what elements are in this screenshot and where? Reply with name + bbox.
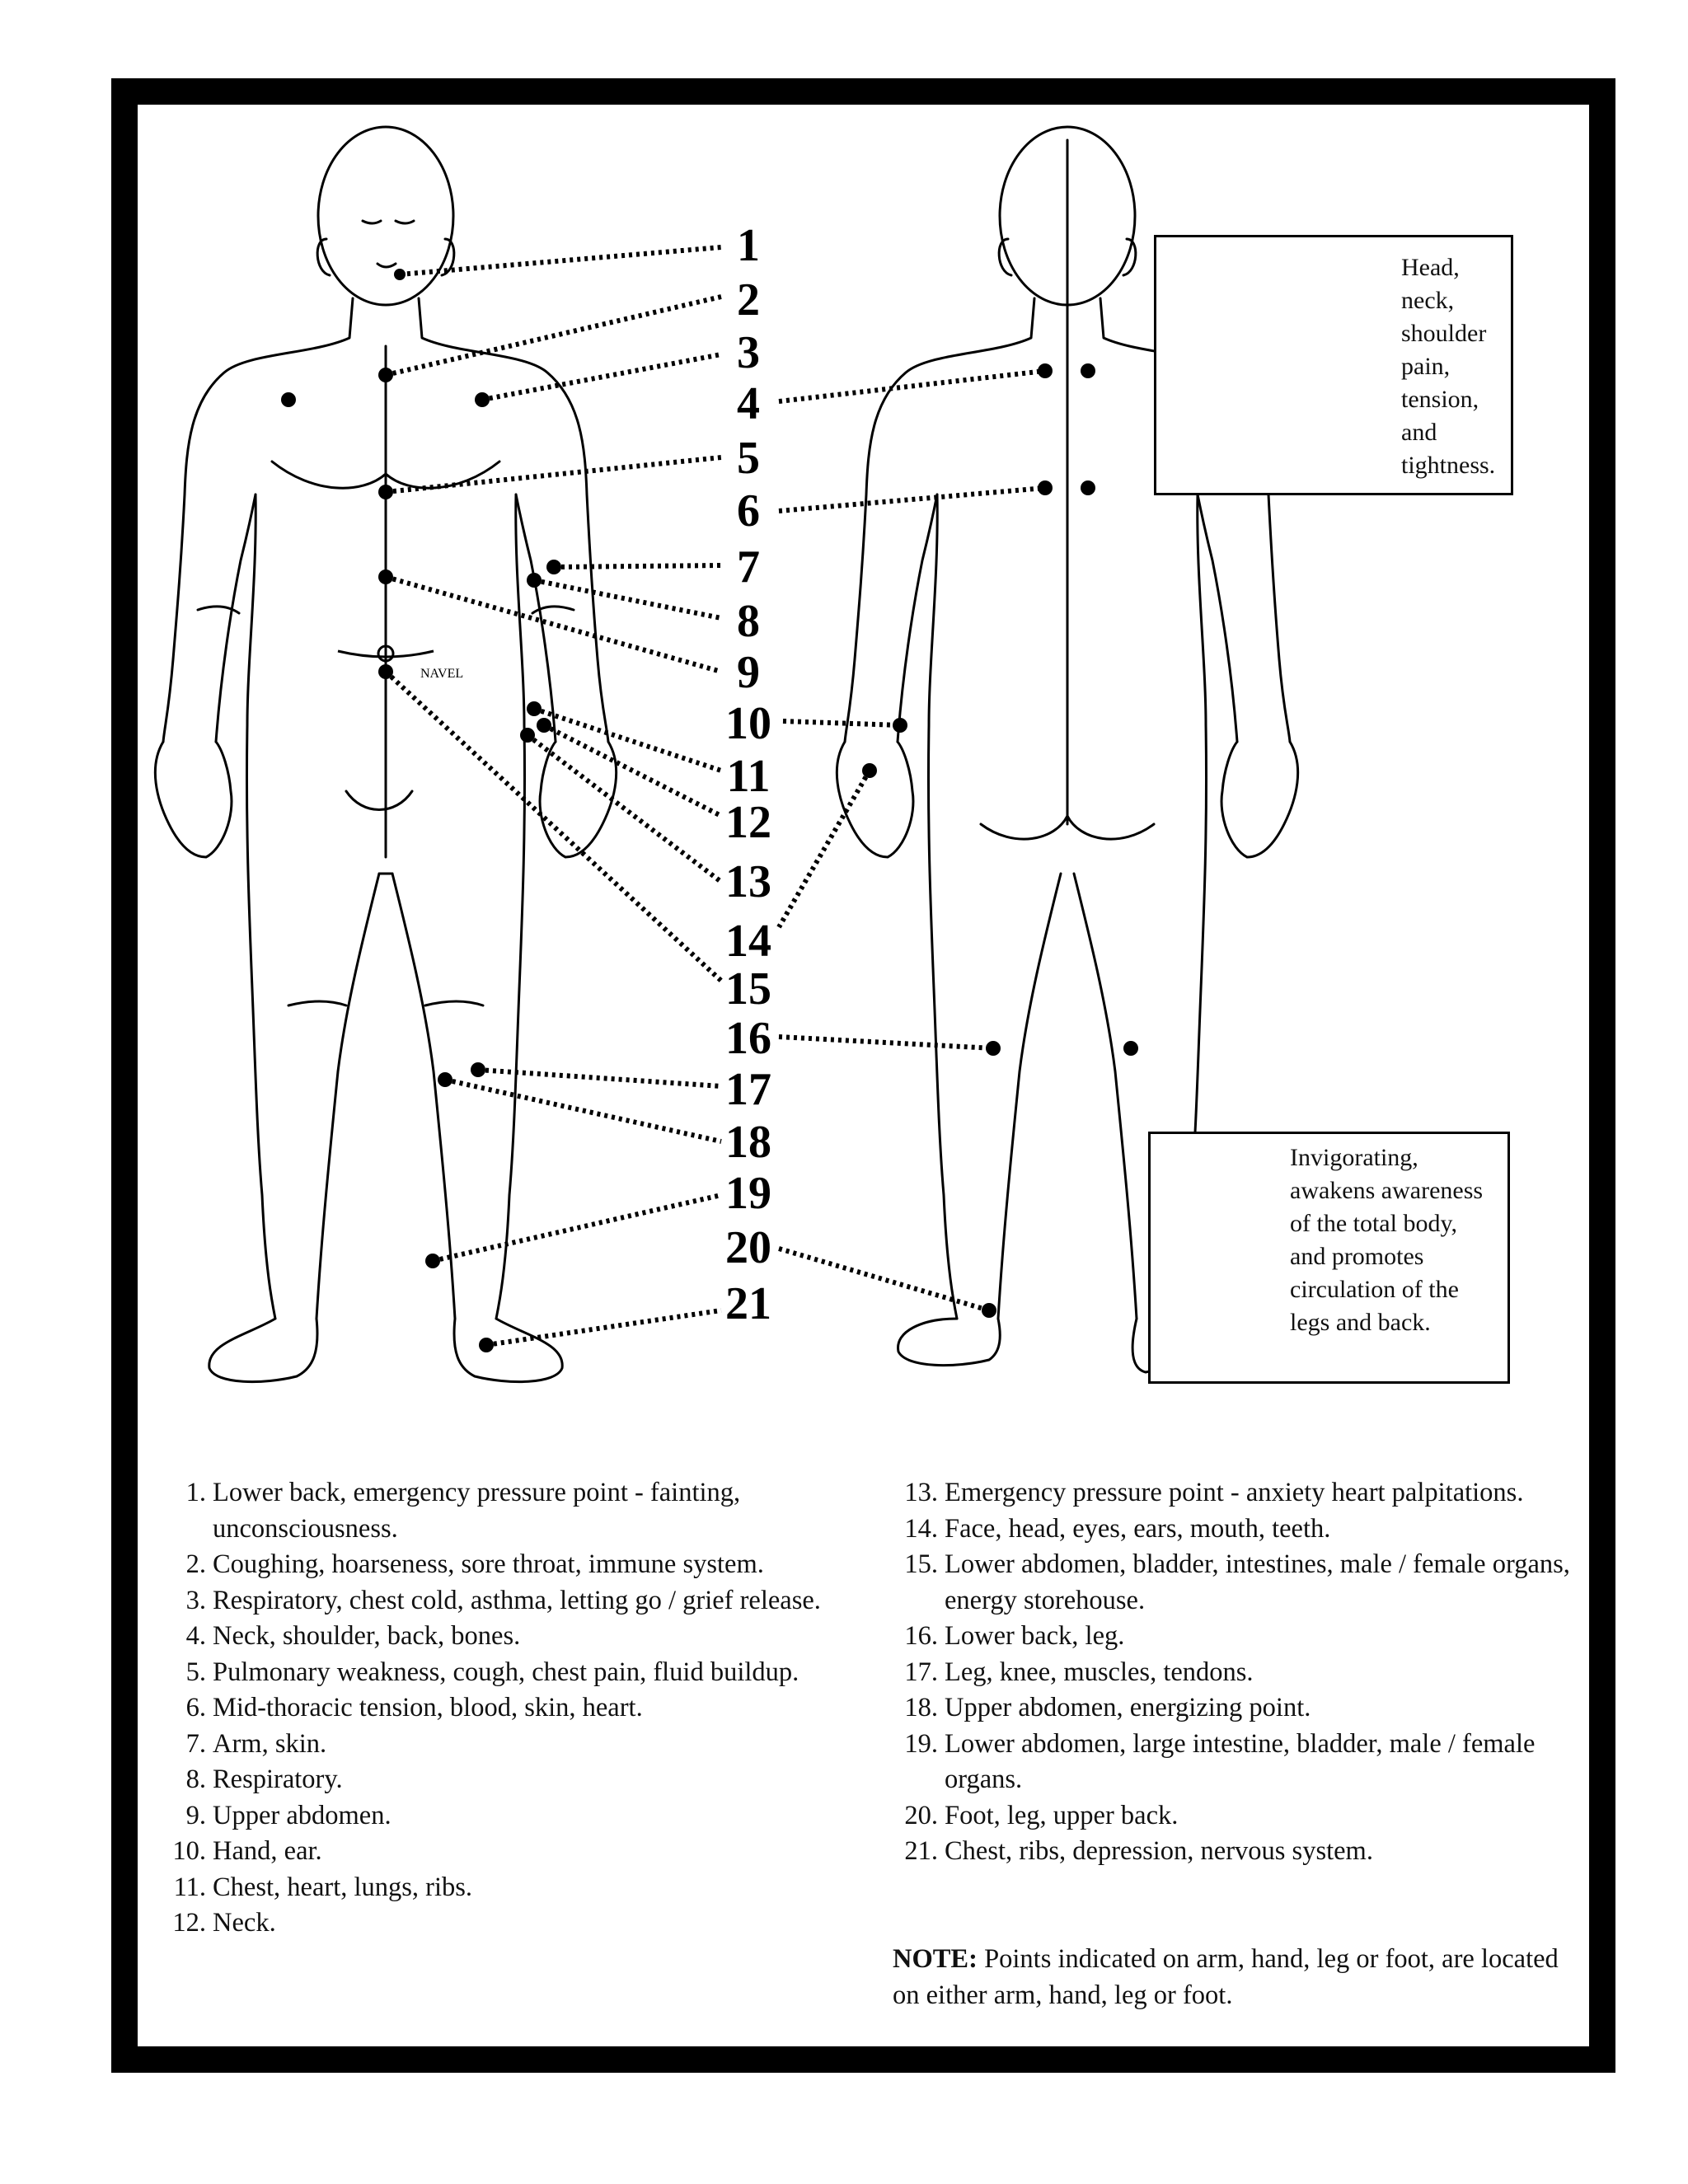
legend-item: 14.Face, head, eyes, ears, mouth, teeth. bbox=[904, 1513, 1331, 1544]
legend-item: 10.Hand, ear. bbox=[172, 1836, 322, 1866]
number-label-14: 14 bbox=[725, 916, 771, 967]
number-label-9: 9 bbox=[737, 647, 760, 698]
number-label-17: 17 bbox=[725, 1064, 771, 1115]
legend-item: 9.Upper abdomen. bbox=[185, 1800, 392, 1830]
legend-item: 6.Mid-thoracic tension, blood, skin, hea… bbox=[185, 1693, 643, 1722]
legend-item: 17.Leg, knee, muscles, tendons. bbox=[904, 1657, 1254, 1687]
note-label: NOTE: bbox=[893, 1944, 978, 1974]
legend-item: 5.Pulmonary weakness, cough, chest pain,… bbox=[185, 1657, 799, 1687]
foot-callout-text: Invigorating, awakens awareness of the t… bbox=[1290, 1144, 1484, 1336]
front-body-outline bbox=[153, 125, 618, 1383]
legend-item: 16.Lower back, leg. bbox=[904, 1621, 1125, 1651]
number-label-3: 3 bbox=[737, 327, 760, 378]
legend-item: 20.Foot, leg, upper back. bbox=[904, 1800, 1179, 1830]
legend-item: 3.Respiratory, chest cold, asthma, letti… bbox=[185, 1585, 821, 1615]
legend-item: 8.Respiratory. bbox=[185, 1765, 343, 1794]
legend-item: 19.Lower abdomen, large intestine, bladd… bbox=[904, 1728, 1536, 1795]
legend-item: 12.Neck. bbox=[172, 1908, 276, 1938]
number-label-2: 2 bbox=[737, 274, 760, 326]
legend-item: 2.Coughing, hoarseness, sore throat, imm… bbox=[185, 1549, 764, 1579]
number-label-20: 20 bbox=[725, 1222, 771, 1273]
foot-callout-box bbox=[1148, 1132, 1510, 1384]
note-text: Points indicated on arm, hand, leg or fo… bbox=[893, 1944, 1559, 2010]
number-label-15: 15 bbox=[725, 963, 771, 1015]
note: NOTE: Points indicated on arm, hand, leg… bbox=[893, 1942, 1585, 2013]
number-label-12: 12 bbox=[725, 797, 771, 848]
number-label-18: 18 bbox=[725, 1117, 771, 1168]
legend-item: 21.Chest, ribs, depression, nervous syst… bbox=[904, 1836, 1373, 1866]
number-label-1: 1 bbox=[737, 220, 760, 271]
legend-item: 4.Neck, shoulder, back, bones. bbox=[185, 1621, 521, 1651]
legend-left: 1.Lower back, emergency pressure point -… bbox=[148, 1475, 849, 1942]
number-label-13: 13 bbox=[725, 856, 771, 907]
number-label-6: 6 bbox=[737, 485, 760, 537]
legend-item: 13.Emergency pressure point - anxiety he… bbox=[904, 1478, 1524, 1507]
number-label-19: 19 bbox=[725, 1168, 771, 1219]
legend-right: 13.Emergency pressure point - anxiety he… bbox=[880, 1475, 1573, 1870]
head-callout-box bbox=[1154, 235, 1513, 495]
legend-item: 7.Arm, skin. bbox=[185, 1728, 327, 1759]
leader-lines bbox=[383, 245, 1046, 1347]
head-callout-text: Head, neck, shoulder pain, tension, and … bbox=[1401, 254, 1496, 479]
legend-item: 11.Chest, heart, lungs, ribs. bbox=[173, 1872, 473, 1902]
legend-item: 1.Lower back, emergency pressure point -… bbox=[185, 1478, 741, 1544]
number-label-10: 10 bbox=[725, 698, 771, 749]
number-label-11: 11 bbox=[727, 751, 771, 802]
number-label-21: 21 bbox=[725, 1278, 771, 1329]
number-label-5: 5 bbox=[737, 433, 760, 484]
navel-label: NAVEL bbox=[420, 667, 463, 681]
number-label-8: 8 bbox=[737, 596, 760, 647]
pressure-points bbox=[281, 269, 1138, 1352]
body-diagram: NAVEL 1 2 3 4 5 6 7 8 9 10 11 12 13 14 1… bbox=[153, 125, 1380, 1383]
legend-item: 18.Upper abdomen, energizing point. bbox=[904, 1693, 1311, 1722]
number-label-4: 4 bbox=[737, 378, 760, 429]
legend-item: 15.Lower abdomen, bladder, intestines, m… bbox=[904, 1549, 1570, 1615]
number-label-7: 7 bbox=[737, 541, 760, 593]
number-label-16: 16 bbox=[725, 1013, 771, 1064]
point-number-labels: 1 2 3 4 5 6 7 8 9 10 11 12 13 14 15 16 1… bbox=[725, 220, 771, 1329]
